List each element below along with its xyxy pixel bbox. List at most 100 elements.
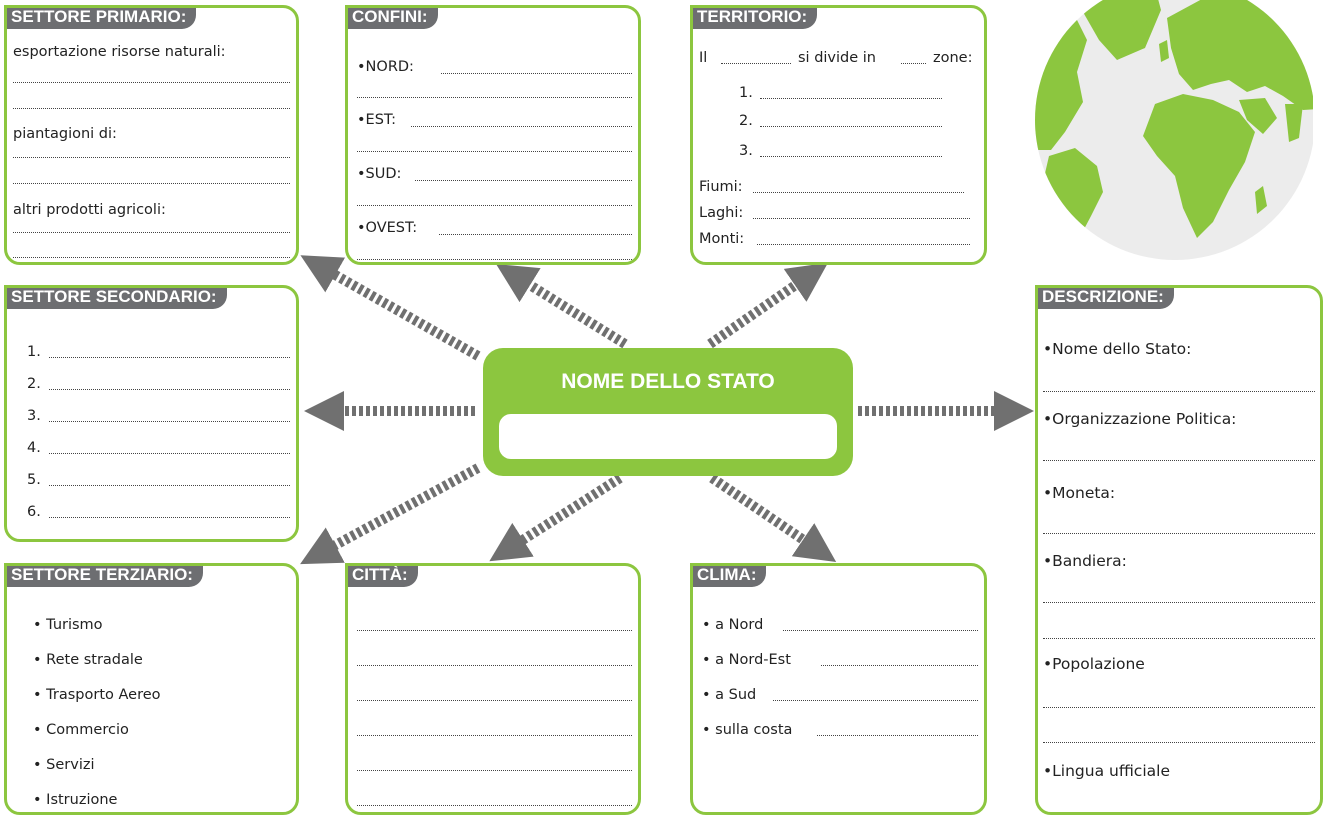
secondario-item: 1. xyxy=(27,344,41,360)
descrizione-header: DESCRIZIONE: xyxy=(1038,288,1174,309)
state-name-field[interactable] xyxy=(499,414,837,459)
terziario-item: • Istruzione xyxy=(33,792,118,808)
settore-terziario-header: SETTORE TERZIARIO: xyxy=(7,566,203,587)
answer-line[interactable] xyxy=(13,108,290,109)
answer-line[interactable] xyxy=(357,700,632,701)
confini-label: •SUD: xyxy=(357,166,402,182)
clima-item: • a Nord-Est xyxy=(702,652,791,668)
primario-label: altri prodotti agricoli: xyxy=(13,202,166,218)
descrizione-label: •Organizzazione Politica: xyxy=(1043,410,1237,428)
answer-line[interactable] xyxy=(415,180,632,181)
arrow-to-terziario xyxy=(300,463,481,565)
answer-line[interactable] xyxy=(760,156,942,157)
answer-line[interactable] xyxy=(13,183,290,184)
clima-box: CLIMA: • a Nord • a Nord-Est • a Sud • s… xyxy=(690,563,987,815)
terziario-item: • Turismo xyxy=(33,617,103,633)
terziario-item: • Trasporto Aereo xyxy=(33,687,161,703)
arrow-to-confini xyxy=(496,264,628,349)
answer-line[interactable] xyxy=(49,517,290,518)
territorio-item: 1. xyxy=(739,85,753,101)
settore-terziario-box: SETTORE TERZIARIO: • Turismo • Rete stra… xyxy=(4,563,299,815)
arrow-to-primario xyxy=(300,255,481,361)
secondario-item: 5. xyxy=(27,472,41,488)
answer-line[interactable] xyxy=(357,151,632,152)
arrow-to-citta xyxy=(489,473,623,562)
answer-line[interactable] xyxy=(13,257,290,258)
secondario-item: 3. xyxy=(27,408,41,424)
answer-line[interactable] xyxy=(49,421,290,422)
descrizione-label: •Moneta: xyxy=(1043,484,1116,502)
territorio-label: Fiumi: xyxy=(699,179,743,195)
descrizione-label: •Bandiera: xyxy=(1043,552,1127,570)
clima-item: • a Sud xyxy=(702,687,757,703)
answer-line[interactable] xyxy=(901,63,926,64)
terziario-item: • Rete stradale xyxy=(33,652,143,668)
territorio-intro: zone: xyxy=(933,50,973,66)
answer-line[interactable] xyxy=(357,259,632,260)
terziario-item: • Commercio xyxy=(33,722,129,738)
answer-line[interactable] xyxy=(757,244,970,245)
answer-line[interactable] xyxy=(357,735,632,736)
answer-line[interactable] xyxy=(13,157,290,158)
answer-line[interactable] xyxy=(439,234,632,235)
answer-line[interactable] xyxy=(1043,602,1315,603)
answer-line[interactable] xyxy=(49,485,290,486)
answer-line[interactable] xyxy=(1043,391,1315,392)
answer-line[interactable] xyxy=(821,665,978,666)
primario-label: piantagioni di: xyxy=(13,126,117,142)
primario-label: esportazione risorse naturali: xyxy=(13,44,226,60)
answer-line[interactable] xyxy=(357,805,632,806)
territorio-item: 2. xyxy=(739,113,753,129)
secondario-item: 4. xyxy=(27,440,41,456)
answer-line[interactable] xyxy=(49,389,290,390)
answer-line[interactable] xyxy=(357,630,632,631)
territorio-intro: si divide in xyxy=(798,50,876,66)
answer-line[interactable] xyxy=(357,770,632,771)
central-state-box: NOME DELLO STATO xyxy=(483,348,853,476)
territorio-box: TERRITORIO: Il si divide in zone: 1. 2. … xyxy=(690,5,987,265)
settore-primario-header: SETTORE PRIMARIO: xyxy=(7,8,197,29)
answer-line[interactable] xyxy=(411,126,632,127)
answer-line[interactable] xyxy=(441,73,632,74)
answer-line[interactable] xyxy=(357,205,632,206)
answer-line[interactable] xyxy=(1043,638,1315,639)
clima-header: CLIMA: xyxy=(693,566,767,587)
answer-line[interactable] xyxy=(357,665,632,666)
answer-line[interactable] xyxy=(1043,742,1315,743)
answer-line[interactable] xyxy=(817,735,978,736)
secondario-item: 2. xyxy=(27,376,41,392)
answer-line[interactable] xyxy=(773,700,978,701)
answer-line[interactable] xyxy=(13,82,290,83)
answer-line[interactable] xyxy=(13,232,290,233)
clima-item: • a Nord xyxy=(702,617,764,633)
confini-label: •OVEST: xyxy=(357,220,418,236)
arrow-to-clima xyxy=(709,473,837,563)
answer-line[interactable] xyxy=(760,98,942,99)
answer-line[interactable] xyxy=(1043,460,1315,461)
descrizione-label: •Nome dello Stato: xyxy=(1043,340,1192,358)
answer-line[interactable] xyxy=(1043,533,1315,534)
answer-line[interactable] xyxy=(753,192,964,193)
answer-line[interactable] xyxy=(721,63,791,64)
answer-line[interactable] xyxy=(760,126,942,127)
secondario-item: 6. xyxy=(27,504,41,520)
clima-item: • sulla costa xyxy=(702,722,793,738)
terziario-item: • Servizi xyxy=(33,757,95,773)
answer-line[interactable] xyxy=(49,453,290,454)
confini-label: •NORD: xyxy=(357,59,414,75)
confini-label: •EST: xyxy=(357,112,397,128)
answer-line[interactable] xyxy=(783,630,978,631)
answer-line[interactable] xyxy=(357,97,632,98)
answer-line[interactable] xyxy=(1043,812,1315,813)
settore-primario-box: SETTORE PRIMARIO: esportazione risorse n… xyxy=(4,5,299,265)
territorio-header: TERRITORIO: xyxy=(693,8,818,29)
answer-line[interactable] xyxy=(753,218,970,219)
answer-line[interactable] xyxy=(49,357,290,358)
globe-icon xyxy=(1035,0,1313,260)
settore-secondario-header: SETTORE SECONDARIO: xyxy=(7,288,227,309)
central-title: NOME DELLO STATO xyxy=(561,370,775,393)
answer-line[interactable] xyxy=(1043,707,1315,708)
arrow-to-territorio xyxy=(707,262,828,349)
citta-box: CITTÀ: xyxy=(345,563,641,815)
